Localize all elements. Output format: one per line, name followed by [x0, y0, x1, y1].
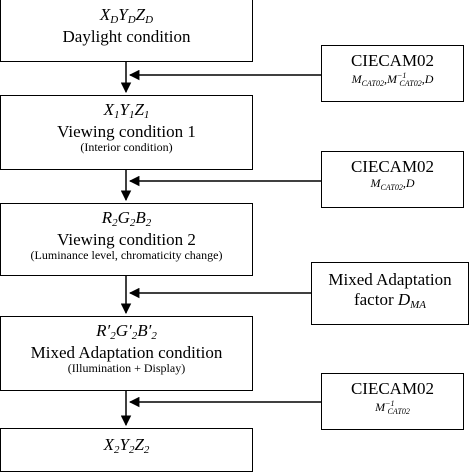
viewing2-note: (Luminance level, chromaticity change)	[30, 248, 223, 263]
mixed-adaptation-box: R′2G′2B′2 Mixed Adaptation condition (Il…	[0, 316, 253, 391]
mixed-note: (Illumination + Display)	[67, 361, 186, 376]
viewing2-label: Viewing condition 2	[57, 229, 196, 249]
viewing2-symbol: R2G2B2	[101, 208, 152, 229]
ciecam02-params-3: M−1CAT02	[375, 398, 410, 416]
viewing-condition-1-box: X1Y1Z1 Viewing condition 1 (Interior con…	[0, 95, 253, 170]
output-symbol: X2Y2Z2	[103, 435, 150, 456]
ciecam02-params-2: MCAT02,D	[370, 175, 415, 192]
ciecam02-box-3: CIECAM02 M−1CAT02	[321, 373, 464, 430]
mixed-label: Mixed Adaptation condition	[30, 342, 223, 362]
mixed-factor-title: Mixed Adaptation	[328, 270, 452, 289]
daylight-box: XDYDZD Daylight condition	[0, 0, 253, 62]
ciecam02-box-2: CIECAM02 MCAT02,D	[321, 151, 464, 208]
daylight-symbol: XDYDZD	[99, 5, 154, 26]
mixed-symbol: R′2G′2B′2	[96, 321, 157, 342]
ciecam02-params-1: MCAT02,M−1CAT02,D	[351, 70, 434, 88]
viewing-condition-2-box: R2G2B2 Viewing condition 2 (Luminance le…	[0, 203, 253, 276]
mixed-factor-line2: factor DMA	[353, 289, 427, 311]
daylight-label: Daylight condition	[62, 26, 191, 46]
viewing1-note: (Interior condition)	[80, 140, 173, 155]
ciecam02-box-1: CIECAM02 MCAT02,M−1CAT02,D	[321, 45, 464, 102]
viewing1-symbol: X1Y1Z1	[103, 100, 150, 121]
ciecam02-title-3: CIECAM02	[350, 379, 435, 398]
ciecam02-title-1: CIECAM02	[350, 51, 435, 70]
ciecam02-title-2: CIECAM02	[350, 157, 435, 176]
viewing1-label: Viewing condition 1	[57, 121, 196, 141]
mixed-adaptation-factor-box: Mixed Adaptation factor DMA	[311, 262, 469, 325]
output-box: X2Y2Z2	[0, 428, 253, 472]
